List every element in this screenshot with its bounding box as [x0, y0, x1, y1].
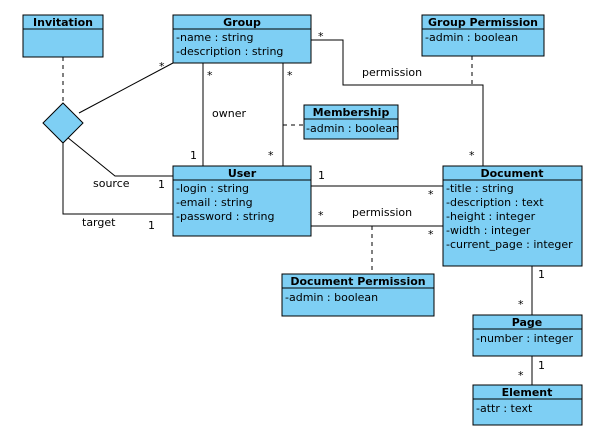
mult-user-owner-doc-document: *	[428, 188, 434, 201]
line-group-invitation	[78, 62, 174, 114]
class-document-permission[interactable]: Document Permission -admin : boolean	[281, 273, 435, 317]
class-user-name: User	[228, 167, 257, 180]
mult-document-page-page: *	[518, 298, 524, 311]
class-page-name: Page	[512, 316, 543, 329]
mult-group-member-group: *	[287, 69, 293, 82]
dashed-connectors	[62, 56, 473, 274]
class-invitation-name: Invitation	[33, 16, 93, 29]
mult-document-page-document: 1	[538, 268, 545, 281]
mult-group-member-user: *	[268, 149, 274, 162]
role-labels: owner source target permission permissio…	[82, 66, 422, 229]
class-user-attr: -login : string	[176, 182, 249, 195]
mult-group-doc-document: *	[469, 149, 475, 162]
line-invitation-target	[62, 143, 173, 215]
association-lines	[62, 39, 533, 385]
line-invitation-source	[66, 136, 173, 177]
class-group-permission-attr: -admin : boolean	[425, 31, 518, 44]
class-user[interactable]: User -login : string -email : string -pa…	[172, 165, 312, 237]
class-element[interactable]: Element -attr : text	[472, 384, 583, 426]
mult-group-owner-user: 1	[190, 149, 197, 162]
mult-user-perm-doc-document: *	[428, 228, 434, 241]
label-owner: owner	[212, 107, 246, 120]
mult-group-owner-group: *	[207, 69, 213, 82]
mult-group-doc-group: *	[318, 30, 324, 43]
class-membership-attr: -admin : boolean	[306, 122, 399, 135]
class-page-attr: -number : integer	[476, 332, 573, 345]
mult-user-owner-doc-user: 1	[318, 169, 325, 182]
class-membership-name: Membership	[313, 106, 390, 119]
class-element-name: Element	[502, 386, 553, 399]
class-document[interactable]: Document -title : string -description : …	[442, 165, 583, 267]
class-document-name: Document	[480, 167, 543, 180]
label-target: target	[82, 216, 116, 229]
multiplicities: * * 1 * * * * 1 1 1 * * * 1 * 1 *	[148, 30, 545, 382]
class-document-attr: -width : integer	[446, 224, 531, 237]
class-document-permission-attr: -admin : boolean	[285, 291, 378, 304]
invitation-association-diamond[interactable]	[42, 102, 84, 144]
class-group-permission[interactable]: Group Permission -admin : boolean	[421, 14, 545, 57]
mult-invitation-target-user: 1	[148, 219, 155, 232]
class-document-attr: -description : text	[446, 196, 544, 209]
class-group-name: Group	[223, 16, 261, 29]
label-group-document-permission: permission	[362, 66, 422, 79]
label-source: source	[93, 177, 130, 190]
class-group-attr: -name : string	[176, 31, 253, 44]
line-group-document	[311, 39, 484, 166]
class-document-permission-name: Document Permission	[290, 275, 425, 288]
class-document-attr: -height : integer	[446, 210, 536, 223]
class-membership[interactable]: Membership -admin : boolean	[303, 104, 399, 140]
mult-invitation-source-user: 1	[158, 178, 165, 191]
class-invitation[interactable]: Invitation	[22, 14, 104, 58]
class-group-attr: -description : string	[176, 45, 283, 58]
class-document-attr: -current_page : integer	[446, 238, 573, 251]
class-user-attr: -password : string	[176, 210, 274, 223]
class-page[interactable]: Page -number : integer	[472, 314, 583, 357]
mult-page-element-page: 1	[538, 359, 545, 372]
class-element-attr: -attr : text	[476, 402, 533, 415]
mult-group-invitation: *	[159, 60, 165, 73]
mult-page-element-element: *	[518, 369, 524, 382]
class-group-permission-name: Group Permission	[428, 16, 538, 29]
class-group[interactable]: Group -name : string -description : stri…	[172, 14, 312, 64]
class-user-attr: -email : string	[176, 196, 253, 209]
mult-user-perm-doc-user: *	[318, 209, 324, 222]
label-user-document-permission: permission	[352, 206, 412, 219]
class-document-attr: -title : string	[446, 182, 514, 195]
